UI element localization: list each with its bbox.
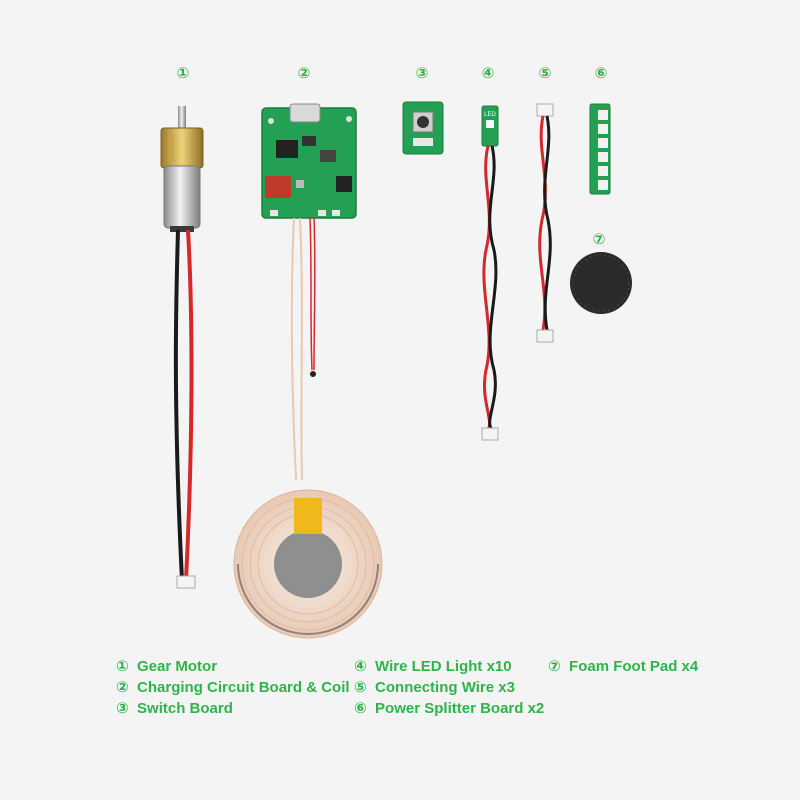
legend-label: Wire LED Light x10: [375, 658, 512, 675]
legend-marker: ⑥: [354, 700, 367, 717]
legend-label: Switch Board: [137, 700, 233, 717]
legend-label: Connecting Wire x3: [375, 679, 515, 696]
legend-item-gear-motor: ① Gear Motor: [116, 658, 217, 676]
marker-switch-board: ③: [415, 65, 429, 82]
legend-item-power-splitter: ⑥ Power Splitter Board x2: [354, 700, 544, 718]
marker-gear-motor: ①: [176, 65, 190, 82]
legend-item-led-light: ④ Wire LED Light x10: [354, 658, 512, 676]
marker-connecting-wire: ⑤: [538, 65, 552, 82]
marker-led-light: ④: [481, 65, 495, 82]
power-splitter-board: [589, 103, 611, 195]
charging-circuit-board: [261, 103, 357, 481]
led-label: LED: [484, 112, 496, 118]
marker-power-splitter: ⑥: [594, 65, 608, 82]
legend-marker: ⑤: [354, 679, 367, 696]
components-illustration: LED: [160, 101, 632, 639]
legend-marker: ④: [354, 658, 367, 675]
legend-item-foam-pad: ⑦ Foam Foot Pad x4: [548, 658, 698, 676]
legend-label: Charging Circuit Board & Coil: [137, 679, 350, 696]
legend-item-connecting-wire: ⑤ Connecting Wire x3: [354, 679, 515, 697]
legend-label: Foam Foot Pad x4: [569, 658, 699, 675]
legend-label: Power Splitter Board x2: [375, 700, 545, 717]
legend-marker: ②: [116, 679, 129, 696]
legend-item-switch-board: ③ Switch Board: [116, 700, 233, 718]
marker-charging-board: ②: [297, 65, 311, 82]
marker-foam-pad: ⑦: [592, 231, 606, 248]
gear-motor: [160, 106, 204, 589]
foam-foot-pad: [570, 252, 632, 314]
legend-item-charging-board: ② Charging Circuit Board & Coil: [116, 679, 350, 697]
legend-marker: ③: [116, 700, 129, 717]
legend-label: Gear Motor: [137, 658, 218, 675]
connecting-wire: [536, 103, 554, 343]
switch-board: [402, 101, 444, 155]
charging-coil: [233, 489, 383, 639]
legend-marker: ⑦: [548, 658, 561, 675]
legend-marker: ①: [116, 658, 129, 675]
wire-led-light: LED: [481, 105, 499, 441]
